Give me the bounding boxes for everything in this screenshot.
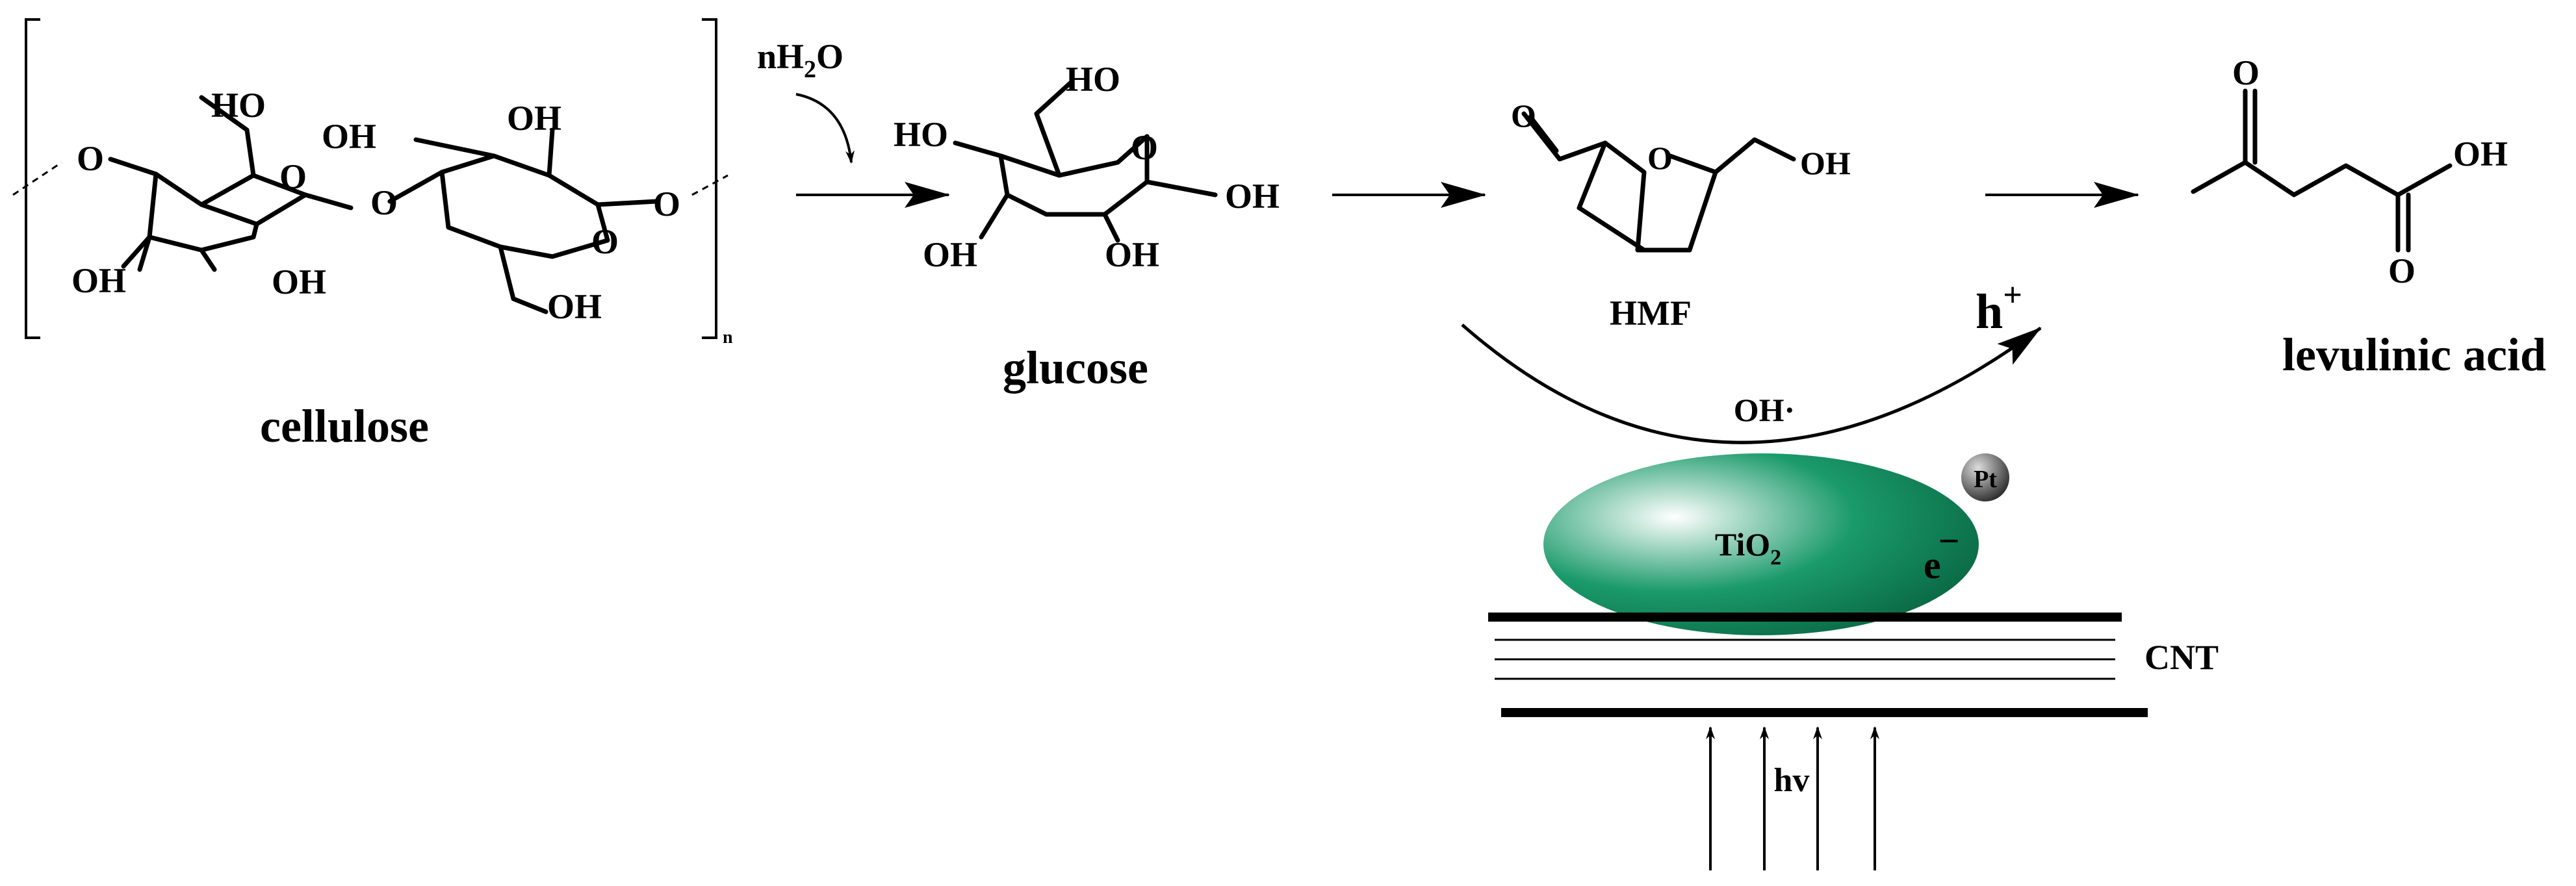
hmf-o-ring: O [1647,140,1673,176]
cellulose-n-subscript: n [723,327,733,348]
cellulose-o-bridge: O [370,183,398,222]
ring1-oh-bond [137,234,152,272]
left-dashed-bond [12,161,62,196]
electron-label: e− [1924,520,1960,587]
ring1-oh2-bond [199,247,217,272]
photocatalyst-assembly: h+ OH· TiO2 e− Pt CNT hv [1461,277,2219,870]
levulinic-acid-double [2395,192,2411,253]
glucose-oh-bottom-right: OH [1105,235,1159,274]
light-label: hv [1774,762,1810,799]
cellulose-structure: n O HO O OH OH O O O OH OH OH cellulose [12,18,733,452]
right-dashed-bond [691,174,728,196]
ring2-bonds [439,153,610,259]
hmf-aldehyde-bonds [1521,111,1608,162]
pt-label: Pt [1974,466,1997,493]
hydroxyl-radical-label: OH· [1734,392,1795,428]
levulinic-o-acid: O [2388,251,2415,290]
cellulose-o-ring1: O [279,157,307,196]
glucose-ho-top: HO [1066,60,1120,99]
tio2-particle [1543,453,1979,635]
ring2-oh-bond [547,127,555,178]
glucose-oh-bottom-left: OH [923,235,977,274]
ring1-ch2 [199,95,256,178]
cellulose-oh-bottom-3: OH [547,287,602,326]
cellulose-oh-mid-left: OH [322,117,376,156]
levulinic-acid-structure: O OH O levulinic acid [2191,53,2546,381]
cnt-label: CNT [2145,638,2219,677]
hydrolysis-step: nH2O [757,37,950,208]
glucose-oh-right-bond [1144,179,1218,197]
pt-particle [1961,453,2009,501]
cellulose-oh-bottom-1: OH [71,261,126,300]
glucose-oh-bl-bond [979,192,1010,240]
ring1-lower [147,171,259,253]
cellulose-oh-mid-right: OH [507,99,561,138]
hole-label: h+ [1976,277,2022,339]
levulinic-chain-bonds [2191,160,2453,197]
glucose-ch2-bonds [1034,79,1075,178]
ring1-bonds [108,157,308,227]
ring1-oh-left [121,234,152,269]
glucose-o-ring: O [1131,128,1158,167]
tio2-label: TiO2 [1715,526,1781,570]
cellulose-o-right: O [653,184,680,223]
glucose-ho-left: HO [894,115,948,154]
glyco-bond-a [303,192,354,210]
water-curved-arrow [795,93,855,164]
hmf-ring-left [1577,140,1647,253]
glucose-oh-right: OH [1225,177,1280,216]
levulinic-ketone-double [2243,88,2258,165]
levulinic-oh: OH [2453,134,2508,173]
glucose-oh-br-bond [1102,212,1120,243]
hmf-label: HMF [1610,294,1692,333]
cellulose-ho-top: HO [211,86,266,125]
hmf-structure: O O OH HMF [1511,97,1851,333]
cellulose-o-ring2: O [591,222,619,261]
cellulose-o-left: O [77,139,104,178]
hmf-o-aldehyde: O [1511,97,1536,134]
ring2-ch2-bond [498,244,548,314]
ring2-oh-top-bond [413,137,496,158]
cellulose-oh-bottom-2: OH [272,262,326,301]
left-bracket [25,18,40,339]
hmf-aldehyde-double [1528,114,1559,153]
glucose-ring-bonds [998,134,1150,217]
glyco-bond-b [387,170,444,204]
ring2-end-bond [595,199,659,207]
water-reagent: nH2O [757,37,844,83]
hmf-ring-bonds [1603,140,1718,253]
glucose-label: glucose [1003,342,1148,394]
oxidation-curved-arrow [1461,323,2042,444]
right-bracket [702,18,717,339]
levulinic-o-ketone: O [2232,53,2260,92]
cellulose-label: cellulose [260,400,429,452]
hmf-ch2oh-bonds [1713,137,1796,175]
levulinic-acid-label: levulinic acid [2282,329,2546,381]
hmf-oh: OH [1800,145,1851,181]
glucose-structure: HO HO O OH OH OH glucose [894,60,1280,394]
